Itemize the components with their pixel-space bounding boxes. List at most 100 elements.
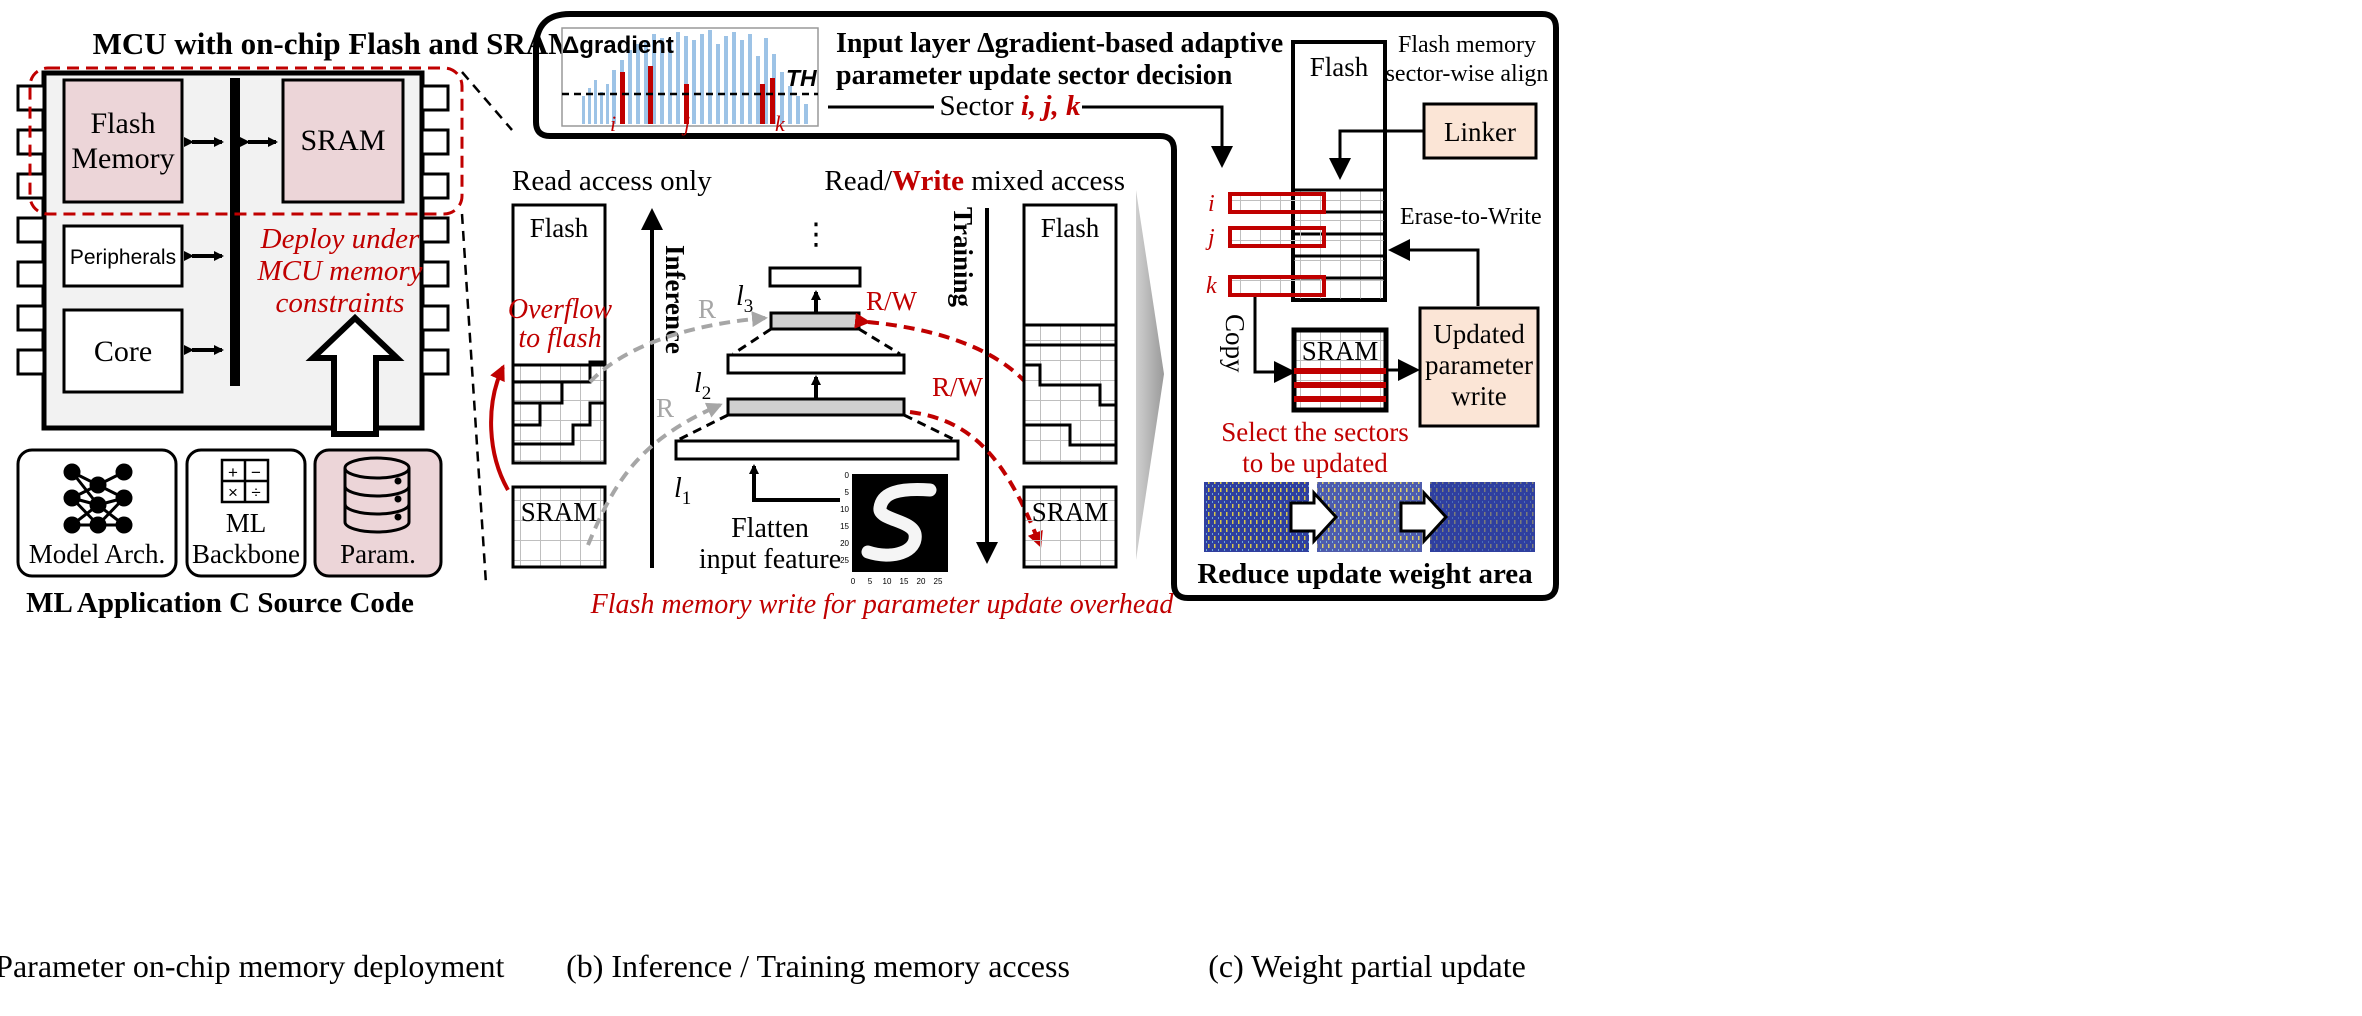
calculator-icon <box>220 458 270 504</box>
read-arrow-l3 <box>588 311 768 384</box>
pyramid-l2-right <box>903 413 956 442</box>
neural-network-icon <box>63 463 133 534</box>
select-sectors-2: to be updated <box>1242 448 1388 478</box>
overflow-arrow <box>489 364 510 491</box>
layer-top <box>768 266 862 288</box>
deploy-text-1: Deploy under <box>260 223 420 255</box>
overflow-text-1: Overflow <box>508 294 613 325</box>
grad-label-i: i <box>610 111 616 136</box>
decision-text-1: Input layer Δgradient-based adaptive <box>836 28 1283 59</box>
training-flash-steps <box>1024 343 1116 447</box>
rw-arrow-l3 <box>854 312 1040 401</box>
zoom-line-top <box>461 71 513 131</box>
gradient-title: Δgradient <box>562 32 674 59</box>
ml-backbone-label-2: Backbone <box>192 539 300 569</box>
calc-minus: − <box>251 463 261 482</box>
read-label-l2: R <box>656 393 674 423</box>
update-sram-label: SRAM <box>1302 336 1379 366</box>
label-l2: l2 <box>694 368 711 404</box>
mnist-tick-x-4: 20 <box>917 577 926 586</box>
inference-flash-label: Flash <box>530 213 589 243</box>
flash-memory-block <box>62 78 184 204</box>
sector-j <box>1228 226 1326 248</box>
flatten-label-2: input feature <box>699 544 841 575</box>
ml-backbone-box <box>185 448 307 578</box>
ml-backbone-label-1: ML <box>226 508 267 538</box>
copy-arrow <box>1253 297 1296 383</box>
mnist-tick-y-2: 10 <box>840 505 849 514</box>
mnist-tick-y-5: 25 <box>840 556 849 565</box>
threshold-label: TH <box>786 65 817 91</box>
rw-label-l3: R/W <box>866 286 918 316</box>
input-feed-arrow <box>749 464 840 502</box>
mnist-tick-x-2: 10 <box>883 577 892 586</box>
flash-memory-label-1: Flash <box>90 107 155 140</box>
linker-arrow <box>1329 129 1424 180</box>
read-arrow-l2 <box>586 402 723 546</box>
model-arch-label: Model Arch. <box>29 539 165 569</box>
mnist-tick-y-3: 15 <box>840 522 849 531</box>
grad-label-k: k <box>775 111 786 136</box>
inference-flash-steps <box>513 360 605 446</box>
erase-arrow <box>1388 239 1480 306</box>
panel-c-frame <box>533 11 1559 601</box>
calc-divide: ÷ <box>251 483 260 502</box>
mcu-title: MCU with on-chip Flash and SRAM <box>93 26 578 61</box>
calc-plus: + <box>228 463 238 482</box>
mnist-tick-y-0: 0 <box>845 471 850 480</box>
panel-c: Δgradient TH i j k Input layer Δgradient… <box>533 11 1559 984</box>
overflow-text-2: to flash <box>518 323 601 354</box>
label-l3: l3 <box>736 281 753 317</box>
mnist-tick-y-1: 5 <box>845 488 850 497</box>
inference-sram-label: SRAM <box>521 497 598 527</box>
inference-sram-box <box>511 485 607 569</box>
updated-label-2: parameter <box>1425 350 1533 380</box>
pyramid-l2-left <box>677 413 729 442</box>
layer-ellipsis: ⋮ <box>801 218 831 251</box>
peripherals-label: Peripherals <box>70 246 176 269</box>
calc-times: × <box>228 483 238 502</box>
database-icon <box>343 456 411 534</box>
label-l1: l1 <box>674 473 691 509</box>
rw-label-l2: R/W <box>932 372 984 402</box>
sram-red-rows <box>1294 368 1386 402</box>
mnist-tick-x-5: 25 <box>934 577 943 586</box>
updated-label-1: Updated <box>1433 319 1525 349</box>
mnist-tick-y-4: 20 <box>840 539 849 548</box>
core-label: Core <box>94 335 152 368</box>
layer-l3 <box>769 311 861 331</box>
read-access-only: Read access only <box>512 165 712 197</box>
flash-align-2: sector-wise align <box>1386 61 1549 87</box>
caption-b: (b) Inference / Training memory access <box>566 948 1070 984</box>
flash-memory-label-2: Memory <box>71 142 174 175</box>
layer-mid <box>726 353 906 375</box>
panel-a: MCU with on-chip Flash and SRAM Flash Me… <box>0 26 577 984</box>
chip-pins-right <box>420 84 450 376</box>
reduce-label: Reduce update weight area <box>1197 558 1533 590</box>
overhead-label: Flash memory write for parameter update … <box>590 589 1175 620</box>
mnist-digit-stroke <box>861 483 937 562</box>
heatmap-arrow-1 <box>1289 489 1339 545</box>
mnist-tick-x-1: 5 <box>868 577 873 586</box>
linker-label: Linker <box>1444 117 1516 147</box>
bus-bar <box>230 78 240 386</box>
sector-k <box>1228 275 1326 297</box>
caption-c: (c) Weight partial update <box>1208 948 1526 984</box>
caption-a: (a) Parameter on-chip memory deployment <box>0 948 504 984</box>
training-sram-box <box>1022 485 1118 569</box>
heatmap-arrow-2 <box>1399 489 1449 545</box>
sector-label-j: j <box>1205 225 1215 251</box>
erase-to-write: Erase-to-Write <box>1400 204 1542 230</box>
decision-text-2: parameter update sector decision <box>836 60 1233 91</box>
sector-flash-label: Flash <box>1310 52 1369 82</box>
mnist-tick-x-0: 0 <box>851 577 856 586</box>
sram-block <box>281 78 405 204</box>
deploy-highlight <box>28 66 464 216</box>
sector-label-i: i <box>1208 191 1215 217</box>
inference-label: Inference <box>660 245 690 354</box>
read-label-l3: R <box>698 294 716 324</box>
zoom-line-bottom <box>460 213 488 585</box>
sram-label: SRAM <box>300 124 385 157</box>
training-label: Training <box>948 207 978 308</box>
